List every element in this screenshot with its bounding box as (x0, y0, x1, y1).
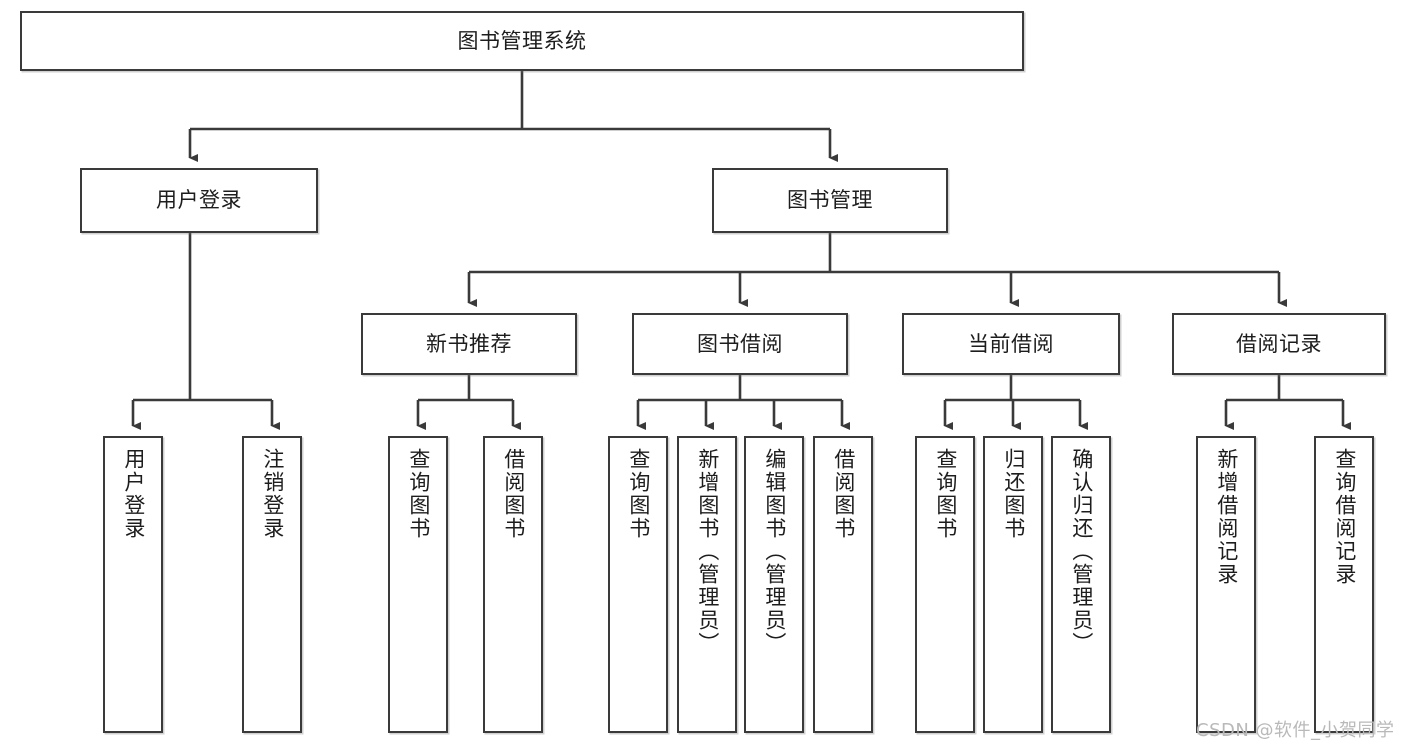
node-leaf-current-borrow-query-label: 查询图书 (933, 448, 958, 540)
node-leaf-new-book-query[interactable]: 查询图书 (388, 436, 448, 733)
node-leaf-current-borrow-return-label: 归还图书 (1001, 448, 1026, 540)
node-book-management[interactable]: 图书管理 (712, 168, 948, 233)
node-leaf-user-login-login-label: 用户登录 (121, 448, 146, 540)
node-user-login-label: 用户登录 (156, 188, 242, 213)
node-leaf-new-book-borrow[interactable]: 借阅图书 (483, 436, 543, 733)
node-leaf-book-borrow-edit-label: 编辑图书（管理员） (762, 448, 787, 655)
node-user-login[interactable]: 用户登录 (80, 168, 318, 233)
node-leaf-book-borrow-edit[interactable]: 编辑图书（管理员） (744, 436, 804, 733)
watermark-csdn: CSDN @软件_小贺同学 (1196, 720, 1395, 741)
node-book-borrow-label: 图书借阅 (697, 331, 783, 356)
node-borrow-records-label: 借阅记录 (1236, 331, 1322, 356)
node-current-borrow-label: 当前借阅 (968, 331, 1054, 356)
node-leaf-current-borrow-query[interactable]: 查询图书 (915, 436, 975, 733)
node-leaf-new-book-query-label: 查询图书 (406, 448, 431, 540)
node-leaf-records-query[interactable]: 查询借阅记录 (1314, 436, 1374, 733)
node-leaf-records-add-label: 新增借阅记录 (1214, 448, 1239, 586)
node-leaf-records-add[interactable]: 新增借阅记录 (1196, 436, 1256, 733)
node-leaf-records-query-label: 查询借阅记录 (1332, 448, 1357, 586)
node-leaf-user-login-logout[interactable]: 注销登录 (242, 436, 302, 733)
node-root-system-label: 图书管理系统 (457, 28, 587, 53)
node-leaf-current-borrow-confirm-label: 确认归还（管理员） (1069, 448, 1094, 655)
node-leaf-book-borrow-add-label: 新增图书（管理员） (695, 448, 720, 655)
node-leaf-new-book-borrow-label: 借阅图书 (501, 448, 526, 540)
node-new-book-recommend[interactable]: 新书推荐 (361, 313, 577, 375)
node-book-management-label: 图书管理 (787, 188, 873, 213)
node-leaf-book-borrow-borrow[interactable]: 借阅图书 (813, 436, 873, 733)
node-leaf-current-borrow-return[interactable]: 归还图书 (983, 436, 1043, 733)
node-leaf-book-borrow-add[interactable]: 新增图书（管理员） (677, 436, 737, 733)
node-leaf-book-borrow-query-label: 查询图书 (626, 448, 651, 540)
node-current-borrow[interactable]: 当前借阅 (902, 313, 1120, 375)
node-leaf-book-borrow-borrow-label: 借阅图书 (831, 448, 856, 540)
node-leaf-book-borrow-query[interactable]: 查询图书 (608, 436, 668, 733)
node-borrow-records[interactable]: 借阅记录 (1172, 313, 1386, 375)
node-leaf-user-login-logout-label: 注销登录 (260, 448, 285, 540)
node-leaf-user-login-login[interactable]: 用户登录 (103, 436, 163, 733)
node-book-borrow[interactable]: 图书借阅 (632, 313, 848, 375)
node-leaf-current-borrow-confirm[interactable]: 确认归还（管理员） (1051, 436, 1111, 733)
node-new-book-recommend-label: 新书推荐 (426, 331, 512, 356)
node-root-system[interactable]: 图书管理系统 (20, 11, 1024, 71)
